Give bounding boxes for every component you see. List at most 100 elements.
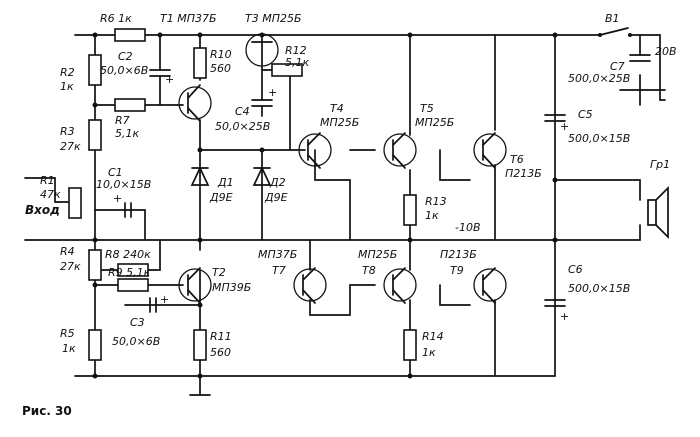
label-c2-ref: C2 (118, 50, 133, 63)
transistor-t8 (383, 267, 417, 304)
label-t9-ref: Т9 (450, 264, 464, 277)
label-gr1-ref: Гр1 (650, 158, 670, 171)
label-c5-ref: C5 (578, 108, 593, 121)
label-r14-value: 1к (422, 346, 436, 359)
label-r10-ref: R10 (210, 48, 232, 61)
label-t6-type: П213Б (505, 167, 542, 180)
label-r11-ref: R11 (210, 330, 232, 343)
label-r2-value: 1к (60, 80, 74, 93)
resistor-r3 (88, 119, 102, 151)
label-b1-ref: В1 (605, 12, 620, 25)
label-r12-ref: R12 (285, 44, 307, 57)
label-t3-ref: Т3 (245, 12, 259, 25)
switch-b1 (598, 33, 632, 37)
resistor-r4 (88, 249, 102, 281)
label-t8-ref: Т8 (362, 264, 376, 277)
resistor-r8 (117, 263, 149, 277)
plus-c4: + (268, 86, 277, 99)
resistor-r6 (114, 28, 146, 42)
label-t4-ref: Т4 (330, 102, 344, 115)
label-c1-ref: C1 (108, 166, 123, 179)
label-r7-ref: R7 (115, 114, 130, 127)
label-t1-ref: Т1 (160, 12, 174, 25)
label-t2-type: МП39Б (212, 281, 251, 294)
figure-caption: Рис. 30 (22, 404, 72, 418)
label-d1-type: Д9Е (209, 191, 233, 204)
capacitor-c7 (629, 54, 651, 62)
label-t5-ref: Т5 (420, 102, 434, 115)
label-r8-ref: R8 (105, 248, 120, 261)
label-r5-value: 1к (62, 342, 76, 355)
label-t8-type: МП25Б (358, 248, 397, 261)
label-c4-value: 50,0×25В (215, 120, 270, 133)
label-c4-ref: C4 (235, 105, 250, 118)
capacitor-c6 (544, 299, 566, 307)
transistor-t9 (473, 267, 507, 304)
label-r14-ref: R14 (422, 330, 444, 343)
label-r4-value: 27к (60, 260, 81, 273)
label-t3-type: МП25Б (262, 12, 301, 25)
label-r7-value: 5,1к (115, 127, 139, 140)
label-r13-value: 1к (425, 209, 439, 222)
label-voltage-top: 20В (655, 45, 677, 58)
transistor-t3 (245, 33, 279, 67)
resistor-r10 (193, 47, 207, 79)
plus-c3: + (160, 293, 169, 306)
svg-text:R6 1к: R6 1к (100, 12, 132, 25)
label-t2-ref: Т2 (212, 266, 226, 279)
svg-text:R9 5,1к: R9 5,1к (108, 266, 151, 279)
label-r4-ref: R4 (60, 245, 75, 258)
transistor-t2 (178, 267, 212, 304)
label-c3-value: 50,0×6В (112, 335, 160, 348)
label-c6-ref: C6 (568, 263, 583, 276)
label-d1-ref: Д1 (217, 176, 234, 189)
resistor-r14 (403, 329, 417, 361)
label-t7-ref: Т7 (272, 264, 286, 277)
label-voltage-mid: -10В (455, 221, 481, 234)
resistor-r12 (271, 63, 303, 77)
label-r2-ref: R2 (60, 66, 75, 79)
transistor-t7 (293, 267, 327, 304)
plus-c2: + (165, 73, 174, 86)
plus-c6: + (560, 310, 569, 323)
label-c1-value: 10,0×15В (96, 178, 151, 191)
capacitor-c3 (149, 297, 157, 313)
label-r8-value: 240к (123, 248, 151, 261)
labels: R6 1к Т1 МП37Б Т3 МП25Б R2 1к C2 50,0×6В… (22, 12, 677, 418)
label-t6-ref: Т6 (510, 153, 524, 166)
label-d2-ref: Д2 (269, 176, 286, 189)
label-r9-ref: R9 (108, 266, 123, 279)
capacitor-c4 (251, 99, 273, 117)
label-r11-value: 560 (210, 346, 231, 359)
label-r3-ref: R3 (60, 125, 75, 138)
label-t7-type: МП37Б (258, 248, 297, 261)
label-c6-value: 500,0×15В (568, 282, 630, 295)
label-c2-value: 50,0×6В (100, 64, 148, 77)
resistor-r2 (88, 54, 102, 86)
capacitor-c1 (124, 202, 132, 218)
transistor-t6 (473, 132, 507, 169)
label-r1-value: 47к (40, 188, 61, 201)
plus-c5: + (560, 120, 569, 133)
label-r1-ref: R1 (40, 174, 55, 187)
label-r13-ref: R13 (425, 195, 447, 208)
label-input: Вход (25, 203, 60, 217)
transistor-t4 (298, 132, 332, 169)
label-r3-value: 27к (60, 140, 81, 153)
capacitor-c5 (544, 114, 566, 122)
capacitor-c2 (149, 34, 171, 106)
junction-dots (92, 32, 558, 379)
transistor-t5 (383, 132, 417, 169)
label-r9-value: 5,1к (126, 266, 150, 279)
label-t1-type: МП37Б (177, 12, 216, 25)
label-t4-type: МП25Б (320, 116, 359, 129)
resistor-r9 (117, 278, 149, 292)
label-c3-ref: C3 (130, 316, 145, 329)
diode-d1 (190, 166, 210, 186)
label-c7-value: 500,0×25В (568, 72, 630, 85)
label-r12-value: 5,1к (285, 56, 309, 69)
svg-text:Т1 МП37Б: Т1 МП37Б (160, 12, 217, 25)
diode-d2 (252, 149, 272, 241)
label-d2-type: Д9Е (264, 191, 288, 204)
